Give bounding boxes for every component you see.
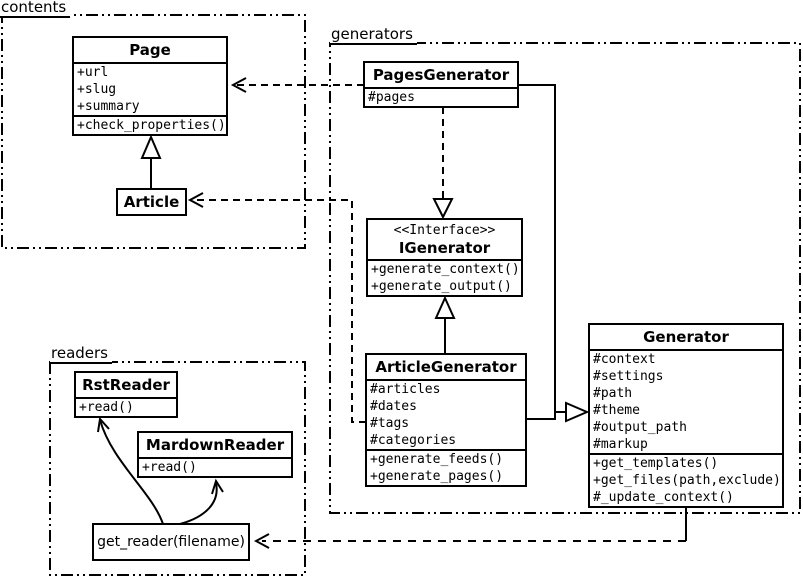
attribute-row: #tags: [370, 416, 410, 431]
attribute-row: #output_path: [593, 420, 687, 435]
class-articlegenerator-title: ArticleGenerator: [375, 358, 517, 376]
package-generators-label: generators: [330, 27, 417, 45]
edge-pagesgenerator-to-igenerator-realization: [432, 107, 454, 220]
edge-articlegenerator-to-article-dependency: [187, 192, 366, 423]
class-pagesgenerator-attributes: #pages: [365, 87, 517, 106]
edge-articlegenerator-to-generator-generalization: [527, 401, 590, 423]
edge-articlegenerator-to-igenerator-generalization: [434, 295, 456, 355]
class-page-methods: +check_properties(): [74, 115, 226, 134]
class-pagesgenerator: PagesGenerator #pages: [363, 61, 519, 108]
method-row: +check_properties(): [77, 118, 226, 133]
method-row: +generate_context(): [371, 262, 520, 277]
attribute-row: #dates: [370, 399, 417, 414]
method-row: +get_files(path,exclude): [593, 473, 781, 488]
class-articlegenerator-methods: +generate_feeds() +generate_pages(): [367, 449, 525, 485]
method-row: +generate_pages(): [370, 469, 504, 484]
package-contents-label: contents: [0, 0, 71, 18]
class-page-title: Page: [129, 41, 171, 59]
package-readers-border: [49, 361, 306, 576]
class-article: Article: [116, 188, 187, 216]
class-articlegenerator-attributes: #articles #dates #tags #categories: [367, 379, 525, 449]
edge-pagesgenerator-to-page-dependency: [230, 77, 363, 93]
method-row: #_update_context(): [593, 490, 734, 505]
package-generators-border: [329, 42, 801, 514]
method-row: +read(): [142, 460, 197, 475]
attribute-row: +slug: [77, 82, 117, 97]
class-generator-title: Generator: [643, 328, 729, 346]
package-contents-border: [1, 14, 306, 249]
class-generator-attributes: #context #settings #path #theme #output_…: [590, 349, 782, 453]
attribute-row: #settings: [593, 369, 664, 384]
method-row: +read(): [79, 400, 134, 415]
attribute-row: #markup: [593, 437, 648, 452]
function-get-reader: get_reader(filename): [92, 523, 250, 561]
attribute-row: #path: [593, 386, 633, 401]
edge-getreader-to-mardownreader-arrow: [179, 478, 224, 525]
class-generator-methods: +get_templates() +get_files(path,exclude…: [590, 453, 782, 506]
method-row: +generate_output(): [371, 279, 512, 294]
edge-getreader-to-rstreader-arrow: [97, 416, 164, 525]
attribute-row: #articles: [370, 382, 441, 397]
class-page-attributes: +url +slug +summary: [74, 62, 226, 115]
class-igenerator-methods: +generate_context() +generate_output(): [368, 259, 521, 295]
class-rstreader: RstReader +read(): [74, 371, 178, 418]
class-page: Page +url +slug +summary +check_properti…: [72, 36, 228, 136]
attribute-row: #categories: [370, 433, 457, 448]
attribute-row: #theme: [593, 403, 640, 418]
class-mardownreader: MardownReader +read(): [137, 431, 293, 478]
package-readers-label: readers: [50, 346, 112, 364]
method-row: +generate_feeds(): [370, 452, 504, 467]
attribute-row: #pages: [368, 90, 415, 105]
class-mardownreader-title: MardownReader: [145, 436, 285, 454]
class-articlegenerator: ArticleGenerator #articles #dates #tags …: [365, 353, 527, 487]
class-rstreader-title: RstReader: [82, 376, 170, 394]
attribute-row: +url: [77, 65, 109, 80]
class-igenerator-stereotype: <<Interface>>: [393, 223, 496, 238]
class-pagesgenerator-title: PagesGenerator: [372, 66, 510, 84]
class-mardownreader-methods: +read(): [139, 457, 291, 476]
edge-pagesgenerator-to-generator-generalization: [519, 84, 566, 413]
class-igenerator-title: IGenerator: [398, 239, 491, 257]
class-generator: Generator #context #settings #path #them…: [588, 323, 784, 508]
attribute-row: #context: [593, 352, 656, 367]
class-igenerator: <<Interface>> IGenerator +generate_conte…: [366, 218, 523, 297]
edge-article-to-page-generalization: [140, 134, 162, 190]
class-article-title: Article: [123, 193, 180, 211]
class-rstreader-methods: +read(): [76, 397, 176, 416]
method-row: +get_templates(): [593, 456, 719, 471]
attribute-row: +summary: [77, 99, 140, 114]
